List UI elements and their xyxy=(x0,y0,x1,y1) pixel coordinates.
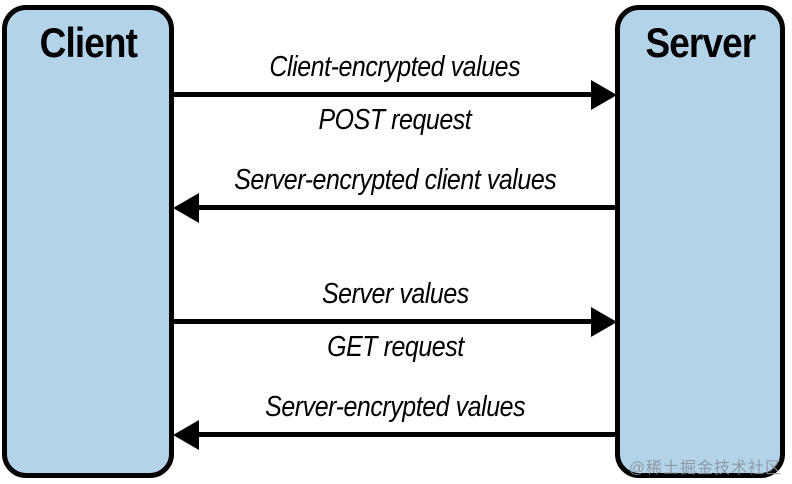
message-3-arrow-right xyxy=(173,307,617,337)
message-2-top-label: Server-encrypted client values xyxy=(233,164,557,196)
message-1-arrow-right xyxy=(173,80,617,110)
arrowhead-right-icon xyxy=(591,80,617,110)
message-3-bottom-label: GET request xyxy=(326,331,464,363)
server-box: Server xyxy=(615,5,785,478)
message-1-bottom-label: POST request xyxy=(318,104,472,136)
arrowhead-right-icon xyxy=(591,307,617,337)
arrowhead-left-icon xyxy=(173,193,199,223)
arrow-shaft xyxy=(193,432,617,437)
message-4-top-label: Server-encrypted values xyxy=(265,391,525,423)
server-box-title: Server xyxy=(645,19,756,66)
watermark: @稀土掘金技术社区 xyxy=(628,460,782,477)
message-3-top-label: Server values xyxy=(321,278,469,310)
arrowhead-left-icon xyxy=(173,420,199,450)
arrow-shaft xyxy=(173,319,597,324)
arrow-shaft xyxy=(173,92,597,97)
client-box-title: Client xyxy=(39,19,137,66)
message-2-arrow-left xyxy=(173,193,617,223)
message-4-arrow-left xyxy=(173,420,617,450)
client-box: Client xyxy=(2,5,174,478)
arrow-shaft xyxy=(193,205,617,210)
message-1-top-label: Client-encrypted values xyxy=(269,51,521,83)
